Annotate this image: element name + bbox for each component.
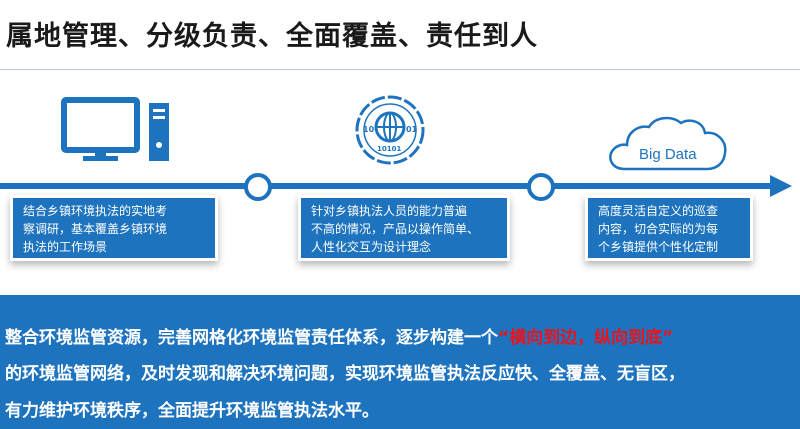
cloud-icon: Big Data <box>609 116 727 171</box>
card-text-line: 高度灵活自定义的巡查 <box>598 204 719 218</box>
banner-line-3: 有力维护环境秩序，全面提升环境监管执法水平。 <box>5 401 379 421</box>
binary-globe-icon: 10 01 10101 <box>355 95 425 165</box>
feature-card-field-research: 结合乡镇环境执法的实地考 察调研，基本覆盖乡镇环境 执法的工作场景 <box>10 195 218 261</box>
summary-banner: 整合环境监管资源，完善网格化环境监管责任体系，逐步构建一个“横向到边，纵向到底”… <box>0 295 800 429</box>
desktop-computer-icon <box>61 97 169 161</box>
feature-card-customization: 高度灵活自定义的巡查 内容，切合实际的为每 个乡镇提供个性化定制 <box>585 195 753 261</box>
banner-line-2: 的环境监管网络，及时发现和解决环境问题，实现环境监管执法反应快、全覆盖、无盲区， <box>5 364 685 384</box>
banner-line-1: 整合环境监管资源，完善网格化环境监管责任体系，逐步构建一个“横向到边，纵向到底” <box>5 323 673 348</box>
globe-digits-left: 10 <box>363 125 375 134</box>
timeline-node-1 <box>244 173 272 201</box>
banner-line-1-text: 整合环境监管资源，完善网格化环境监管责任体系，逐步构建一个 <box>5 328 498 348</box>
globe-digits-bottom: 10101 <box>377 145 401 153</box>
globe-digits-right: 01 <box>406 125 418 134</box>
card-text-line: 不高的情况，产品以操作简单、 <box>311 222 480 236</box>
feature-card-simple-operation: 针对乡镇执法人员的能力普遍 不高的情况，产品以操作简单、 人性化交互为设计理念 <box>298 195 510 261</box>
card-text-line: 人性化交互为设计理念 <box>311 240 432 254</box>
card-text-line: 执法的工作场景 <box>23 240 108 254</box>
timeline-line <box>0 183 774 189</box>
page-title: 属地管理、分级负责、全面覆盖、责任到人 <box>6 21 538 52</box>
timeline-arrow-icon <box>770 175 792 197</box>
card-text-line: 结合乡镇环境执法的实地考 <box>23 204 168 218</box>
card-text-line: 察调研，基本覆盖乡镇环境 <box>23 222 168 236</box>
banner-highlight-text: “横向到边，纵向到底” <box>498 328 674 348</box>
title-divider <box>0 69 800 70</box>
cloud-label: Big Data <box>639 146 697 163</box>
card-text-line: 内容，切合实际的为每 <box>598 222 719 236</box>
card-text-line: 针对乡镇执法人员的能力普遍 <box>311 204 468 218</box>
card-text-line: 个乡镇提供个性化定制 <box>598 240 719 254</box>
timeline-node-2 <box>527 173 555 201</box>
